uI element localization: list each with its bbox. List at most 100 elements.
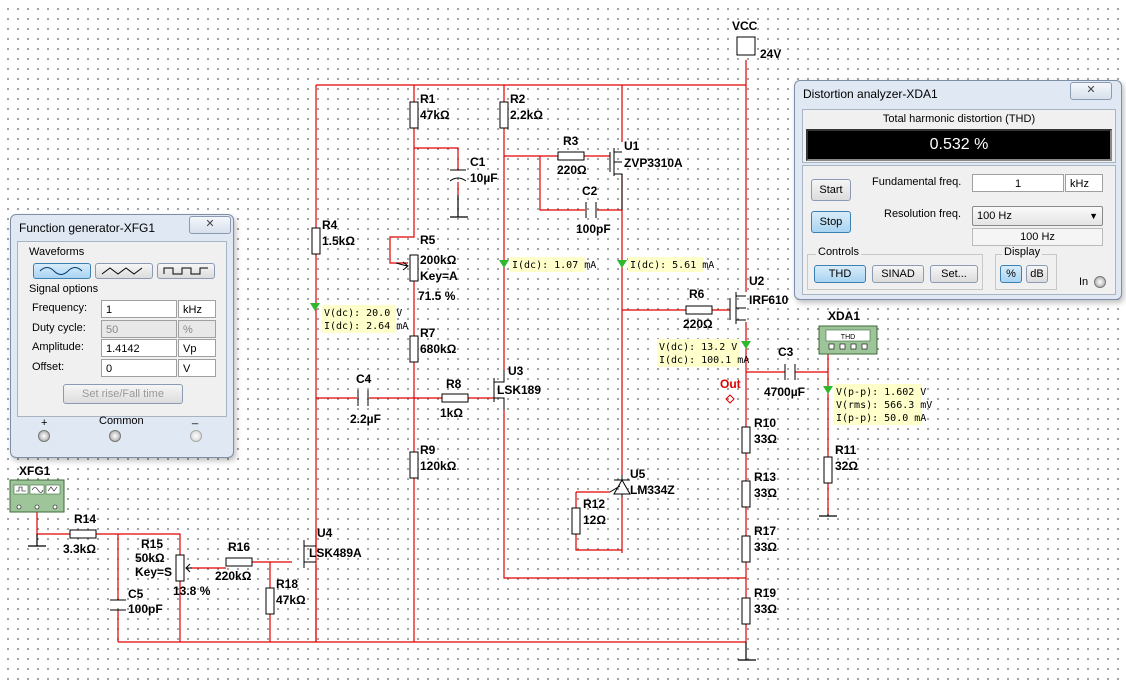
r2-value: 2.2kΩ	[510, 108, 543, 122]
mosfet-u1[interactable]: U1 ZVP3310A	[609, 139, 683, 210]
out-net-label: Out	[720, 377, 741, 391]
out-connector-icon[interactable]	[725, 394, 735, 404]
c3-name: C3	[778, 345, 794, 359]
resolution-freq-select[interactable]: 100 Hz ▼	[972, 206, 1103, 226]
resistor-r6[interactable]: R6 220Ω	[683, 287, 713, 331]
resistor-r10[interactable]: R10 33Ω	[741, 416, 777, 454]
probe-2-line-1: I(dc): 1.07 mA	[512, 260, 596, 271]
terminal-minus-connector[interactable]	[190, 430, 202, 442]
triangle-wave-button[interactable]	[95, 263, 153, 279]
in-connector[interactable]	[1094, 276, 1106, 288]
r3-name: R3	[563, 134, 579, 148]
r12-value: 12Ω	[583, 513, 606, 527]
thd-display: 0.532 %	[806, 129, 1112, 161]
resistor-r7[interactable]: R7 680kΩ	[409, 326, 457, 363]
close-button[interactable]: ✕	[1070, 82, 1112, 100]
capacitor-c2[interactable]: C2 100pF	[576, 184, 611, 236]
resistor-r13[interactable]: R13 33Ω	[741, 470, 777, 508]
vcc-source[interactable]: VCC 24V	[732, 19, 781, 61]
r9-name: R9	[420, 443, 436, 457]
fundamental-freq-unit[interactable]: kHz	[1065, 174, 1103, 192]
percent-button[interactable]: %	[1000, 265, 1022, 283]
jfet-u4[interactable]: U4 LSK489A	[303, 526, 362, 568]
probe-1[interactable]: V(dc): 20.0 V I(dc): 2.64 mA	[310, 303, 408, 333]
r19-value: 33Ω	[754, 602, 777, 616]
resistor-r16[interactable]: R16 220kΩ	[215, 540, 253, 583]
probe-5-line-2: V(rms): 566.3 mV	[836, 400, 932, 411]
offset-unit[interactable]: V	[178, 359, 216, 377]
fundamental-freq-input[interactable]: 1	[972, 174, 1064, 192]
distortion-analyzer-xda1-symbol[interactable]: THD XDA1	[818, 309, 878, 355]
resistor-r19[interactable]: R19 33Ω	[741, 586, 777, 625]
resistor-r8[interactable]: R8 1kΩ	[440, 377, 469, 420]
close-button[interactable]: ✕	[189, 216, 231, 234]
jfet-u3[interactable]: U3 LSK189	[493, 364, 541, 410]
r5-key: Key=A	[420, 269, 458, 283]
capacitor-c5[interactable]: C5 100pF	[110, 587, 163, 616]
terminal-minus-label: _	[192, 413, 199, 425]
current-source-u5[interactable]: U5 LM334Z	[609, 467, 675, 497]
r3-value: 220Ω	[557, 163, 587, 177]
r5-value: 200kΩ	[420, 253, 457, 267]
terminal-plus-connector[interactable]	[38, 430, 50, 442]
capacitor-c4[interactable]: C4 2.2µF	[350, 372, 381, 426]
resistor-r1[interactable]: R1 47kΩ	[409, 92, 450, 129]
probe-arrow-icon	[741, 341, 751, 349]
offset-input[interactable]: 0	[101, 359, 177, 377]
u5-value: LM334Z	[630, 483, 675, 497]
probe-arrow-icon	[617, 260, 627, 268]
r7-value: 680kΩ	[420, 342, 457, 356]
resistor-r4[interactable]: R4 1.5kΩ	[311, 218, 355, 255]
r6-name: R6	[689, 287, 705, 301]
resistor-r11[interactable]: R11 32Ω	[823, 443, 858, 484]
probe-3[interactable]: I(dc): 5.61 mA	[617, 257, 714, 272]
set-button[interactable]: Set...	[930, 265, 978, 283]
function-generator-window[interactable]: Function generator-XFG1 ✕ Waveforms Sign…	[10, 214, 234, 458]
thd-button[interactable]: THD	[814, 265, 866, 283]
r4-value: 1.5kΩ	[322, 234, 355, 248]
frequency-input[interactable]: 1	[101, 300, 177, 318]
duty-cycle-unit[interactable]: %	[178, 320, 216, 338]
probe-4[interactable]: V(dc): 13.2 V I(dc): 100.1 mA	[657, 339, 751, 367]
resistor-r9[interactable]: R9 120kΩ	[409, 443, 457, 479]
resistor-r2[interactable]: R2 2.2kΩ	[499, 92, 543, 129]
settings-panel: Start Stop Fundamental freq. 1 kHz Resol…	[802, 165, 1116, 295]
resolution-freq-label: Resolution freq.	[884, 208, 962, 220]
terminal-common-connector[interactable]	[109, 430, 121, 442]
probe-5[interactable]: V(p-p): 1.602 V V(rms): 566.3 mV I(p-p):…	[823, 384, 932, 425]
sinad-button[interactable]: SINAD	[872, 265, 924, 283]
probe-2[interactable]: I(dc): 1.07 mA	[499, 257, 596, 272]
resistor-r17[interactable]: R17 33Ω	[741, 524, 777, 563]
r13-name: R13	[754, 470, 776, 484]
start-button[interactable]: Start	[811, 179, 851, 201]
thd-panel: Total harmonic distortion (THD) 0.532 %	[802, 109, 1116, 163]
function-generator-xfg1-symbol[interactable]: XFG1	[9, 464, 65, 513]
r15-key: Key=S	[135, 565, 172, 579]
distortion-analyzer-window[interactable]: Distortion analyzer-XDA1 ✕ Total harmoni…	[794, 80, 1122, 300]
mosfet-u2[interactable]: U2 IRF610	[729, 274, 789, 324]
frequency-unit[interactable]: kHz	[178, 300, 216, 318]
resistor-r18[interactable]: R18 47kΩ	[265, 577, 306, 615]
db-button[interactable]: dB	[1026, 265, 1048, 283]
amplitude-input[interactable]: 1.4142	[101, 339, 177, 357]
resistor-r12[interactable]: R12 12Ω	[571, 497, 606, 535]
r19-name: R19	[754, 586, 776, 600]
capacitor-c1[interactable]: C1 10µF	[449, 155, 498, 185]
square-wave-button[interactable]	[157, 263, 215, 279]
potentiometer-r5[interactable]: R5 200kΩ Key=A 71.5 %	[395, 233, 458, 303]
triangle-wave-icon	[101, 267, 143, 275]
probe-arrow-icon	[499, 260, 509, 268]
r18-name: R18	[276, 577, 298, 591]
stop-button[interactable]: Stop	[811, 211, 851, 233]
resistor-r3[interactable]: R3 220Ω	[557, 134, 587, 177]
r1-name: R1	[420, 92, 436, 106]
capacitor-c3[interactable]: C3 4700µF	[764, 345, 805, 399]
resistor-r14[interactable]: R14 3.3kΩ	[63, 512, 97, 556]
u2-name: U2	[749, 274, 765, 288]
duty-cycle-input[interactable]: 50	[101, 320, 177, 338]
amplitude-unit[interactable]: Vp	[178, 339, 216, 357]
sine-wave-button[interactable]	[33, 263, 91, 279]
set-rise-fall-time-button[interactable]: Set rise/Fall time	[63, 384, 183, 404]
potentiometer-r15[interactable]: R15 50kΩ Key=S 13.8 %	[135, 537, 211, 598]
